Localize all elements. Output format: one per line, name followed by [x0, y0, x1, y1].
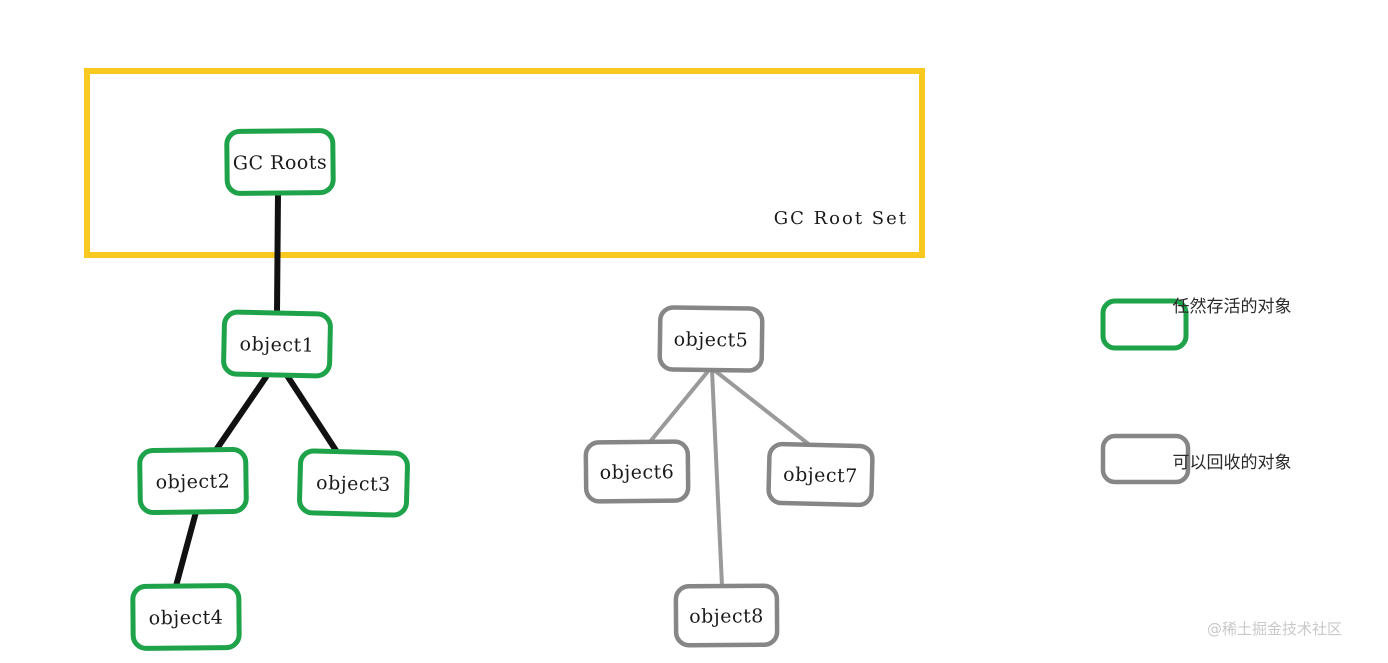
node-label: object6	[600, 461, 675, 484]
legend-garbage-swatch	[1100, 433, 1191, 485]
node-object1[interactable]: object1	[221, 309, 333, 379]
node-gcroots[interactable]: GC Roots	[224, 128, 336, 196]
edge-object1-object2	[213, 374, 269, 453]
edge-gcroots-object1	[274, 190, 281, 316]
legend-alive-label: 任然存活的对象	[1173, 297, 1292, 317]
legend-garbage-label: 可以回收的对象	[1173, 453, 1292, 473]
node-label: object1	[239, 333, 314, 357]
node-label: object2	[156, 470, 231, 493]
node-label: GC Roots	[233, 152, 328, 175]
legend-garbage: 可以回收的对象	[1100, 433, 1292, 485]
node-box	[583, 439, 691, 504]
node-box	[137, 446, 249, 516]
node-box	[673, 583, 780, 648]
node-label: object3	[316, 472, 391, 496]
edges-layer	[173, 190, 813, 589]
node-label: object8	[689, 605, 764, 628]
gc-root-set-box	[84, 68, 925, 258]
legend-alive: 任然存活的对象	[1100, 297, 1292, 351]
node-object8[interactable]: object8	[673, 583, 780, 648]
edge-object2-object4	[173, 509, 199, 589]
edge-object5-object6	[647, 368, 711, 445]
node-box	[130, 583, 242, 651]
edge-object5-object7	[712, 368, 813, 448]
edge-object1-object3	[285, 374, 340, 455]
node-box	[297, 448, 410, 518]
node-box	[224, 128, 336, 196]
node-label: object7	[783, 464, 858, 488]
watermark: @稀土掘金技术社区	[1207, 620, 1342, 638]
node-box	[766, 441, 875, 508]
node-label: object5	[674, 328, 749, 351]
node-box	[657, 305, 765, 373]
nodes-layer: GC Roots object1 object2 object3 object4 obje…	[130, 128, 875, 651]
node-object2[interactable]: object2	[137, 446, 249, 516]
node-object5[interactable]: object5	[657, 305, 765, 373]
node-object7[interactable]: object7	[766, 441, 875, 508]
node-box	[221, 309, 333, 379]
edge-object5-object8	[710, 368, 724, 588]
legend-alive-swatch	[1100, 298, 1189, 351]
node-object4[interactable]: object4	[130, 583, 242, 651]
gc-root-set-group: GC Root Set	[84, 68, 925, 258]
node-label: object4	[149, 607, 224, 630]
gc-root-set-label: GC Root Set	[774, 208, 908, 229]
node-object6[interactable]: object6	[583, 439, 691, 504]
node-object3[interactable]: object3	[297, 448, 410, 518]
